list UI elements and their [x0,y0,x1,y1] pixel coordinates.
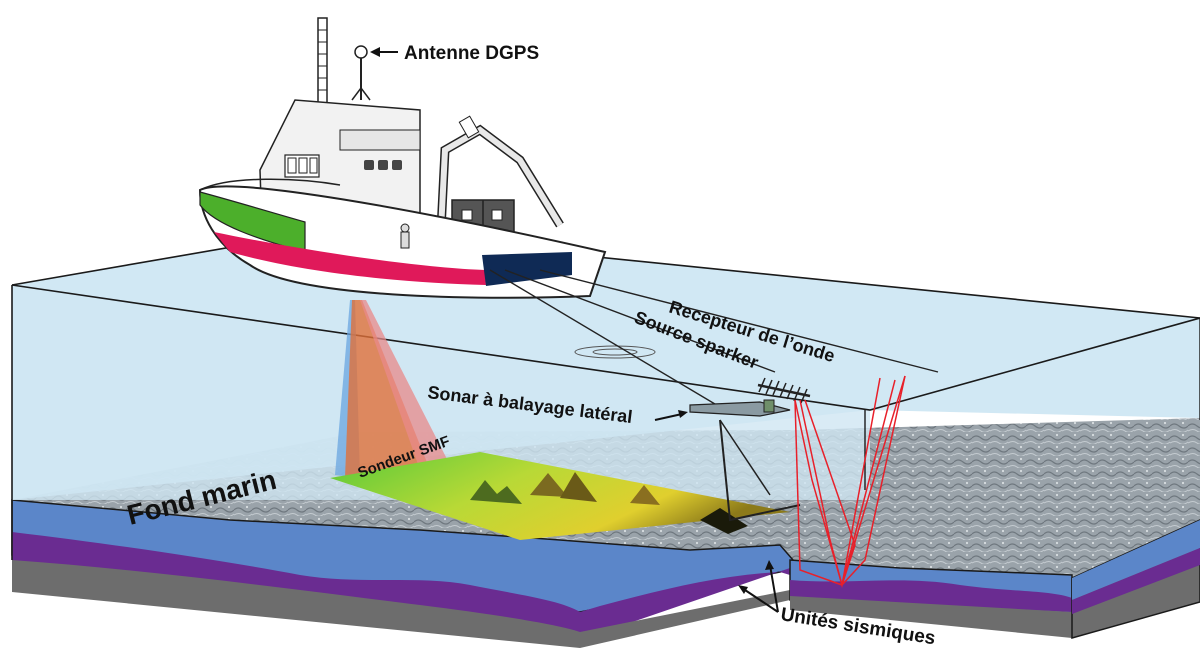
tow-lines [489,269,939,522]
dgps-antenna-icon [351,45,371,101]
block-side-purple [1072,548,1200,614]
sidescan-towfish-icon [689,399,791,417]
water-front-face [12,285,870,500]
layer-gray-right [790,596,1072,638]
water-column [11,229,1200,560]
block-side-blue [1072,520,1200,600]
seismic-rays [794,375,906,588]
multibeam-sounder [330,300,790,540]
label-antenna: Antenne DGPS [404,43,539,64]
layer-purple-right [790,580,1072,612]
layer-purple-front [12,532,800,640]
survey-vessel-icon [198,17,607,299]
hull-navy-transom [482,252,572,286]
hydrophone-streamer-icon [757,377,811,404]
multibeam-beam-pink [360,300,450,470]
hull-red-stripe [214,232,486,285]
layer-gray-front [12,560,790,648]
